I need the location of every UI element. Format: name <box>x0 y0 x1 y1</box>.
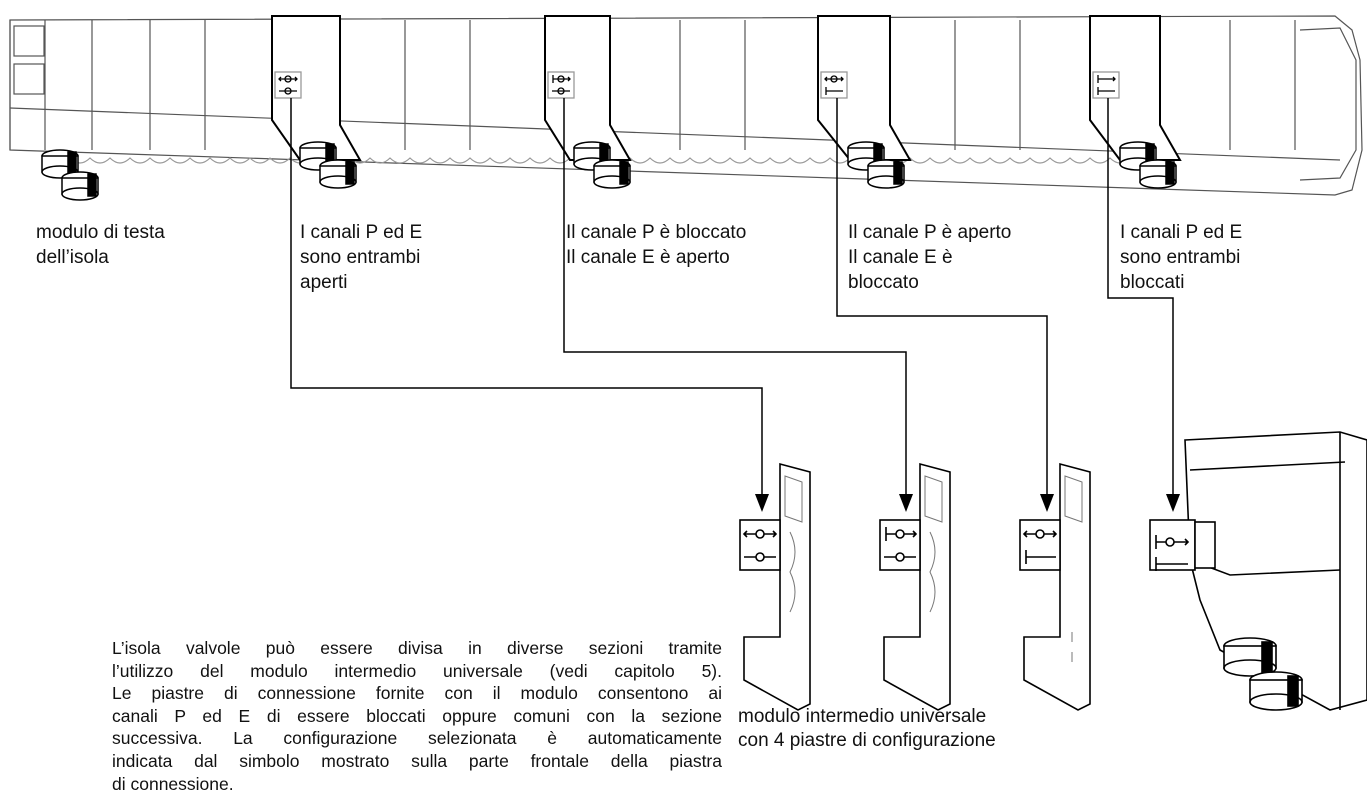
plate-3-label-line: Il canale P è aperto <box>848 222 1012 243</box>
plate-4-label-line: sono entrambi <box>1120 247 1241 268</box>
plate-1-label: I canali P ed E sono entrambi aperti <box>300 220 422 295</box>
plate-1-label-line: I canali P ed E <box>300 222 423 243</box>
plate-3-label-line: Il canale E è <box>848 247 953 268</box>
description-line: l’utilizzo del modulo intermedio univers… <box>112 660 722 681</box>
description-line: L’isola valvole può essere divisa in div… <box>112 638 722 658</box>
caption-line: con 4 piastre di configurazione <box>738 730 996 751</box>
head-module-label-line: dell’isola <box>36 247 109 268</box>
caption-line: modulo intermedio universale <box>738 706 987 727</box>
description-line: successiva. La configurazione selezionat… <box>112 728 722 749</box>
description-line: di connessione. <box>112 773 234 794</box>
symbol-open-closed-small-icon <box>820 71 848 99</box>
island-plates <box>271 15 1182 161</box>
plate-4-label-line: bloccati <box>1120 272 1185 293</box>
plate-open-open <box>739 462 811 711</box>
valve-island-diagram <box>9 15 1367 711</box>
head-module-label-line: modulo di testa <box>36 222 165 243</box>
plate-2-label-line: Il canale P è bloccato <box>566 222 747 243</box>
intermediate-module-caption: modulo intermedio universale con 4 piast… <box>738 705 996 753</box>
plate-3-label: Il canale P è aperto Il canale E è blocc… <box>848 220 1011 295</box>
arrowheads <box>755 494 1180 512</box>
description-line: canali P ed E di essere bloccati oppure … <box>112 705 722 726</box>
description-line: Le piastre di connessione fornite con il… <box>112 683 722 704</box>
island-fittings <box>41 141 1177 201</box>
plate-2-label: Il canale P è bloccato Il canale E è ape… <box>566 220 746 270</box>
description-paragraph: L’isola valvole può essere divisa in div… <box>112 637 722 795</box>
plate-4-label: I canali P ed E sono entrambi bloccati <box>1120 220 1242 295</box>
island-plate-symbols <box>274 71 1120 99</box>
description-line: indicata dal simbolo mostrato sulla part… <box>112 750 722 771</box>
symbol-closed-closed-small-icon <box>1092 71 1120 99</box>
plate-3-label-line: bloccato <box>848 272 919 293</box>
plate-1-label-line: sono entrambi <box>300 247 421 268</box>
connector-lines <box>290 98 1174 498</box>
plate-closed-open <box>879 462 951 711</box>
plate-1-label-line: aperti <box>300 272 348 293</box>
head-module-label: modulo di testa dell’isola <box>36 220 165 270</box>
symbol-open-open-small-icon <box>274 71 302 99</box>
plate-4-label-line: I canali P ed E <box>1120 222 1243 243</box>
intermediate-module <box>1149 431 1367 711</box>
plate-open-closed <box>1019 462 1091 711</box>
symbol-closed-open-small-icon <box>547 71 575 99</box>
configuration-plates <box>739 462 1091 711</box>
plate-2-label-line: Il canale E è aperto <box>566 247 730 268</box>
